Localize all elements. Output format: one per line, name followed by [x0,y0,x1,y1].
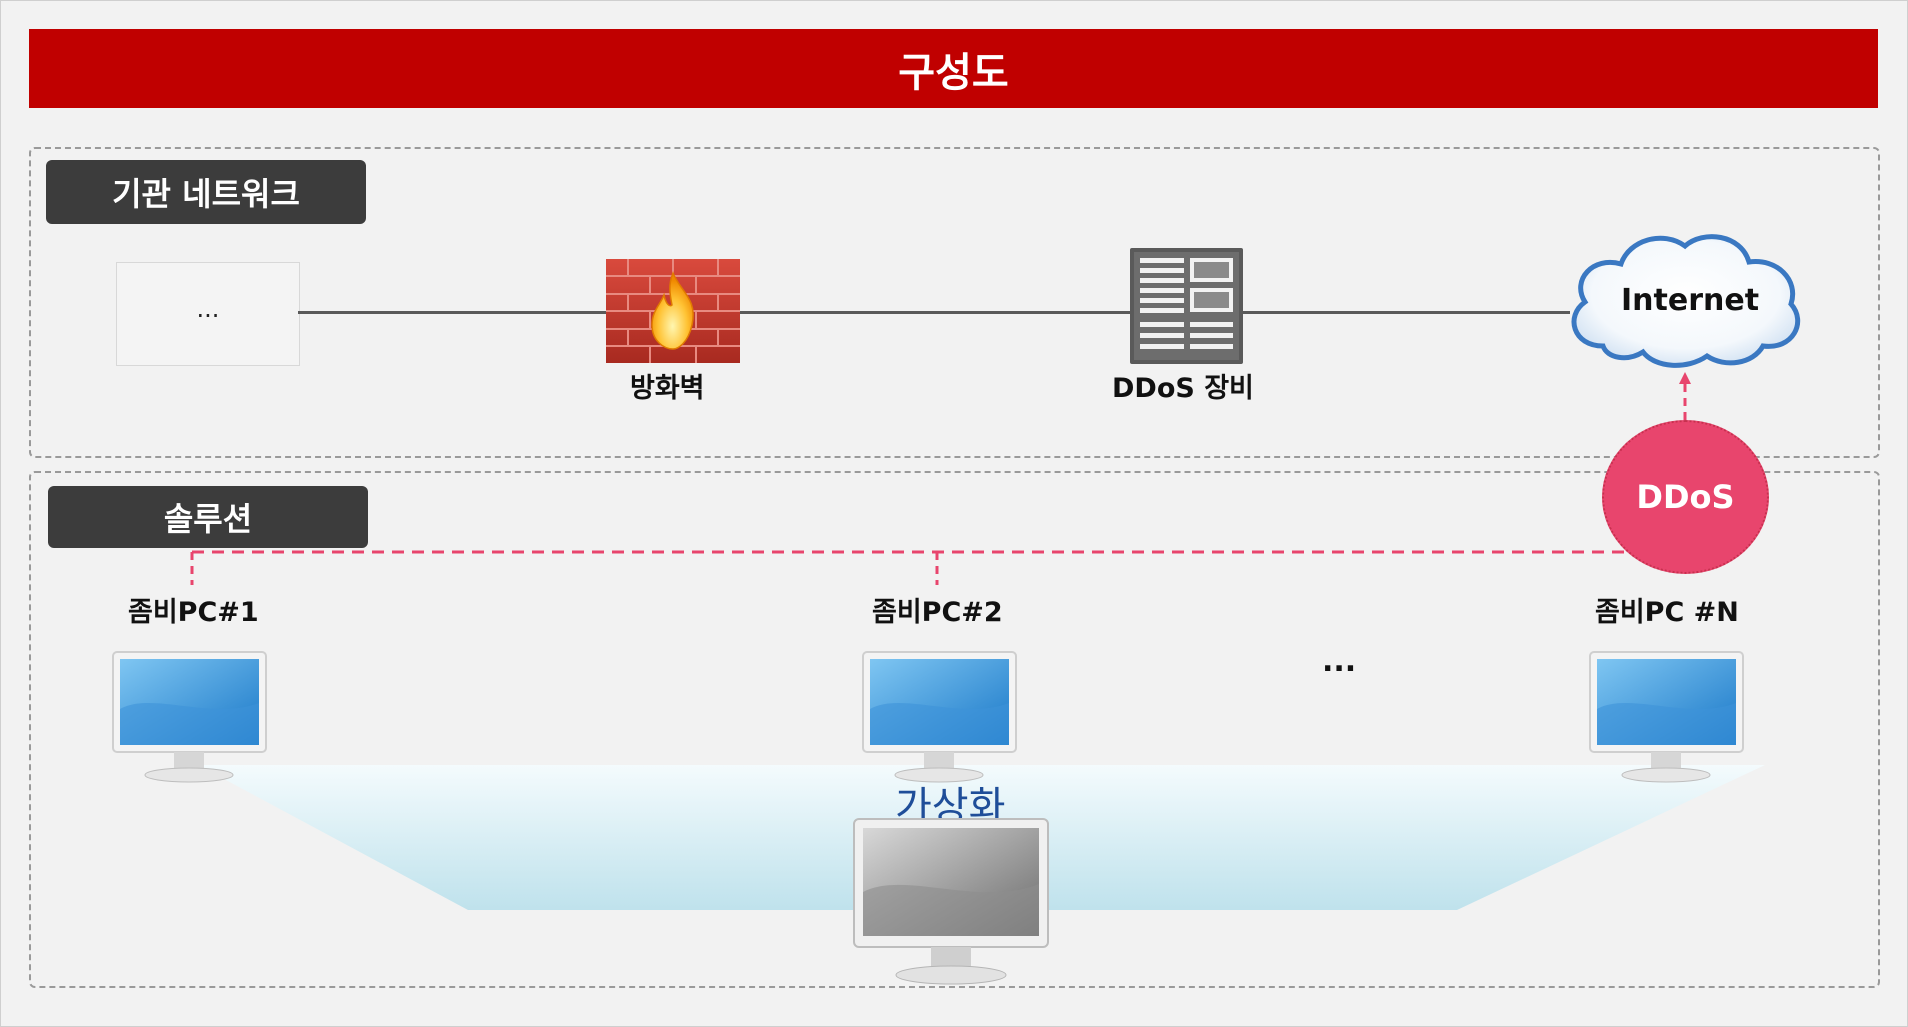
pc1-label: 좀비PC#1 [128,597,259,628]
ddos-device-label: DDoS 장비 [1112,373,1254,404]
pcn-label: 좀비PC #N [1595,597,1739,628]
zombie-pc2-monitor-icon [862,651,1017,783]
ddos-circle: DDoS [1602,420,1769,574]
link-firewall-ddos [740,311,1130,314]
page-title: 구성도 [29,29,1878,108]
org-network-section [29,147,1880,458]
network-placeholder-box: ... [116,262,300,366]
org-network-tag: 기관 네트워크 [46,160,366,224]
zombie-pcn-monitor-icon [1589,651,1744,783]
internet-label: Internet [1621,283,1760,318]
virtual-pc-monitor-icon [853,818,1049,985]
link-box-firewall [298,311,606,314]
solution-tag: 솔루션 [48,486,368,548]
ddos-device-icon [1130,248,1243,364]
placeholder-text: ... [196,295,220,323]
zombie-pc1-monitor-icon [112,651,267,783]
firewall-label: 방화벽 [630,373,705,404]
pc2-label: 좀비PC#2 [872,597,1003,628]
cloud-icon [1571,234,1801,368]
pc-ellipsis: ... [1322,644,1357,679]
link-ddos-internet [1243,311,1570,314]
ddos-circle-label: DDoS [1636,478,1735,516]
firewall-icon [606,259,740,363]
